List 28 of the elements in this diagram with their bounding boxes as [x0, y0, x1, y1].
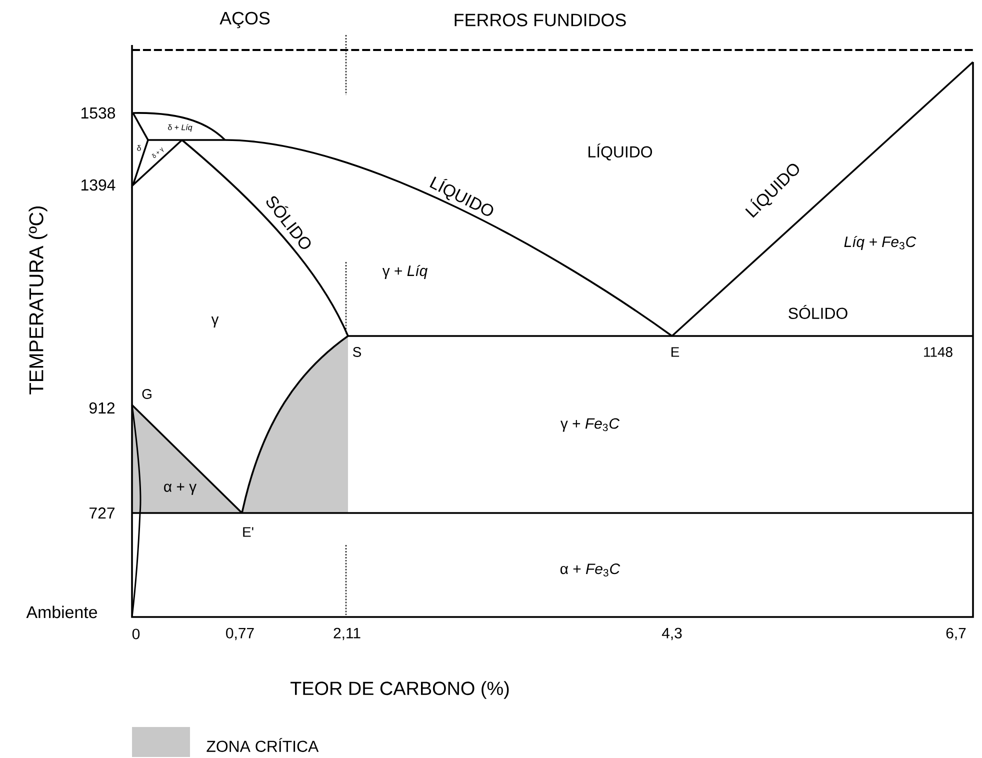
point-label: E'	[243, 527, 254, 537]
axis-title: TEOR DE CARBONO (%)	[290, 681, 509, 699]
phase-label: Líq + Fe$_{3}$C	[844, 236, 916, 250]
axis-title: TEMPERATURA (ºC)	[28, 206, 48, 394]
tick-label: 1394	[82, 179, 116, 191]
section-heading: FERROS FUNDIDOS	[454, 14, 626, 26]
tick-label: 0,77	[226, 628, 254, 640]
phase-label: SÓLIDO	[788, 305, 848, 319]
tick-label: 6,7	[946, 628, 966, 640]
tick-label: 0	[132, 628, 140, 640]
tick-label: 2,11	[334, 628, 360, 640]
point-label: S	[353, 347, 362, 357]
point-label: G	[142, 389, 152, 399]
section-heading: AÇOS	[220, 12, 270, 28]
tick-label: 4,3	[662, 628, 682, 640]
tick-label: 727	[90, 507, 114, 519]
phase-label: γ + Líq	[382, 264, 428, 280]
tick-label: 1148	[924, 347, 952, 357]
tick-label: Ambiente	[26, 606, 98, 618]
phase-label: γ + Fe$_{3}$C	[560, 418, 620, 432]
point-label: E	[672, 347, 680, 357]
tick-label: 912	[89, 402, 114, 414]
phase-label: α + Fe$_{3}$C	[560, 564, 620, 576]
phase-label: γ	[211, 316, 219, 328]
legend-label: ZONA CRÍTICA	[206, 738, 319, 752]
tick-label: 1538	[82, 107, 116, 119]
phase-label: LÍQUIDO	[588, 144, 652, 160]
phase-label: α + γ	[164, 483, 197, 495]
